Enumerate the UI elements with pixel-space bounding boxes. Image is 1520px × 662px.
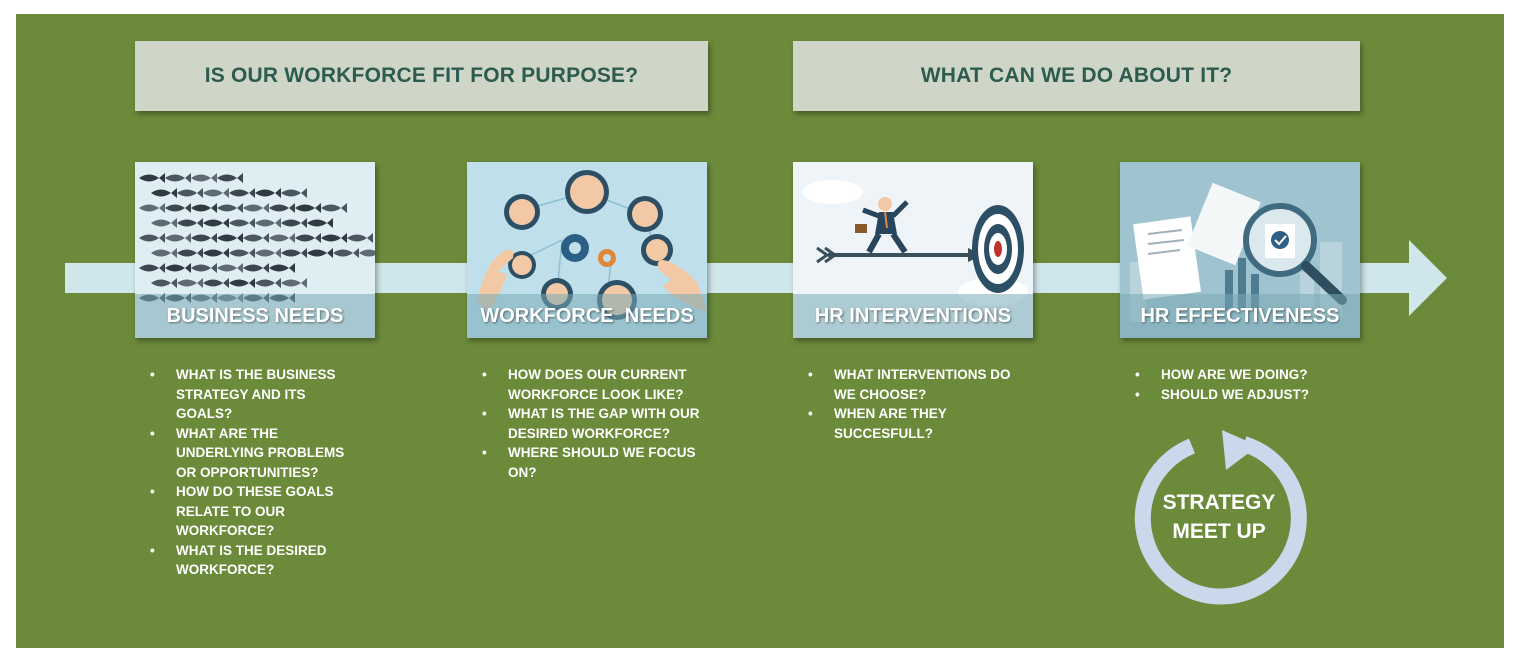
fish-shape	[139, 263, 165, 273]
strategy-line: STRATEGY	[1162, 491, 1276, 514]
fish-shape	[295, 203, 321, 213]
stage-label: WORKFORCE NEEDS	[480, 304, 694, 327]
list-item: HOW ARE WE DOING?	[1133, 365, 1353, 385]
fish-shape	[255, 188, 281, 198]
fish-shape	[229, 248, 255, 258]
fish-shape	[229, 188, 255, 198]
list-item: WHAT ARE THE UNDERLYING PROBLEMS OR OPPO…	[148, 424, 358, 483]
fish-shape	[151, 278, 177, 288]
fish-shape	[165, 233, 191, 243]
strategy-meet-up-label: STRATEGY MEET UP	[1124, 488, 1314, 546]
fish-shape	[191, 173, 217, 183]
fish-shape	[165, 263, 191, 273]
fish-shape	[139, 173, 165, 183]
header-text: IS OUR WORKFORCE FIT FOR PURPOSE?	[204, 64, 639, 87]
fish-shape	[217, 263, 243, 273]
question-list-business-needs: WHAT IS THE BUSINESS STRATEGY AND ITS GO…	[148, 365, 358, 580]
question-list-workforce-needs: HOW DOES OUR CURRENT WORKFORCE LOOK LIKE…	[480, 365, 700, 482]
fish-shape	[217, 233, 243, 243]
list-item: HOW DO THESE GOALS RELATE TO OUR WORKFOR…	[148, 482, 358, 541]
fish-shape	[307, 218, 333, 228]
stage-label: HR INTERVENTIONS	[814, 304, 1012, 327]
stage-label-box: BUSINESS NEEDS	[135, 294, 375, 338]
fish-shape	[333, 248, 359, 258]
stage-card-workforce-needs: WORKFORCE NEEDS	[467, 162, 707, 338]
fish-shape	[243, 233, 269, 243]
list-item: WHAT IS THE GAP WITH OUR DESIRED WORKFOR…	[480, 404, 700, 443]
fish-shape	[321, 233, 347, 243]
stage-card-business-needs: BUSINESS NEEDS	[135, 162, 375, 338]
meet-up-line: MEET UP	[1172, 520, 1266, 543]
fish-shape	[177, 248, 203, 258]
fish-shape	[203, 248, 229, 258]
question-list-hr-interventions: WHAT INTERVENTIONS DO WE CHOOSE? WHEN AR…	[806, 365, 1026, 443]
fish-shape	[217, 173, 243, 183]
fish-shape	[139, 233, 165, 243]
fish-shape	[281, 248, 307, 258]
fish-shape	[281, 218, 307, 228]
fish-shape	[203, 188, 229, 198]
fish-shape	[243, 203, 269, 213]
fish-shape	[165, 173, 191, 183]
list-item: WHAT IS THE DESIRED WORKFORCE?	[148, 541, 358, 580]
fish-shape	[269, 233, 295, 243]
list-item: WHEN ARE THEY SUCCESFULL?	[806, 404, 1026, 443]
fish-shape	[191, 263, 217, 273]
timeline-arrow-head	[1409, 240, 1447, 316]
fish-shape	[281, 278, 307, 288]
stage-label: HR EFFECTIVENESS	[1140, 304, 1340, 327]
header-text: WHAT CAN WE DO ABOUT IT?	[920, 64, 1233, 87]
header-box-fit-for-purpose: IS OUR WORKFORCE FIT FOR PURPOSE?	[135, 41, 708, 111]
list-item: WHAT INTERVENTIONS DO WE CHOOSE?	[806, 365, 1026, 404]
fish-shape	[203, 218, 229, 228]
fish-shape	[217, 203, 243, 213]
circular-arrow-icon	[1134, 430, 1307, 605]
fish-shape	[177, 188, 203, 198]
stage-label-box: HR INTERVENTIONS	[793, 294, 1033, 338]
list-item: SHOULD WE ADJUST?	[1133, 385, 1353, 405]
fish-shape	[229, 278, 255, 288]
fish-shape	[255, 218, 281, 228]
fish-shape	[255, 278, 281, 288]
fish-shape	[243, 263, 269, 273]
stage-label: BUSINESS NEEDS	[166, 304, 344, 327]
fish-shape	[359, 249, 375, 257]
stage-card-hr-effectiveness: HR EFFECTIVENESS	[1120, 162, 1360, 338]
list-item: HOW DOES OUR CURRENT WORKFORCE LOOK LIKE…	[480, 365, 700, 404]
fish-shape	[139, 203, 165, 213]
fish-shape	[191, 203, 217, 213]
stage-label-box: HR EFFECTIVENESS	[1120, 294, 1360, 338]
fish-shape	[177, 218, 203, 228]
fish-shape	[165, 203, 191, 213]
fish-shape	[191, 233, 217, 243]
fish-shape	[281, 188, 307, 198]
list-item: WHAT IS THE BUSINESS STRATEGY AND ITS GO…	[148, 365, 358, 424]
fish-shape	[269, 263, 295, 273]
fish-shape	[269, 203, 295, 213]
fish-shape	[151, 188, 177, 198]
fish-shape	[177, 278, 203, 288]
stage-card-hr-interventions: HR INTERVENTIONS	[793, 162, 1033, 338]
fish-shape	[347, 233, 373, 243]
fish-shape	[229, 218, 255, 228]
fish-shape	[255, 248, 281, 258]
fish-shape	[151, 218, 177, 228]
fish-shape	[295, 233, 321, 243]
list-item: WHERE SHOULD WE FOCUS ON?	[480, 443, 700, 482]
fish-shape	[151, 248, 177, 258]
header-box-what-can-we-do: WHAT CAN WE DO ABOUT IT?	[793, 41, 1360, 111]
stage-label-box: WORKFORCE NEEDS	[467, 294, 707, 338]
fish-shape	[321, 203, 347, 213]
fish-shape	[203, 278, 229, 288]
question-list-hr-effectiveness: HOW ARE WE DOING? SHOULD WE ADJUST?	[1133, 365, 1353, 404]
fish-shape	[307, 248, 333, 258]
